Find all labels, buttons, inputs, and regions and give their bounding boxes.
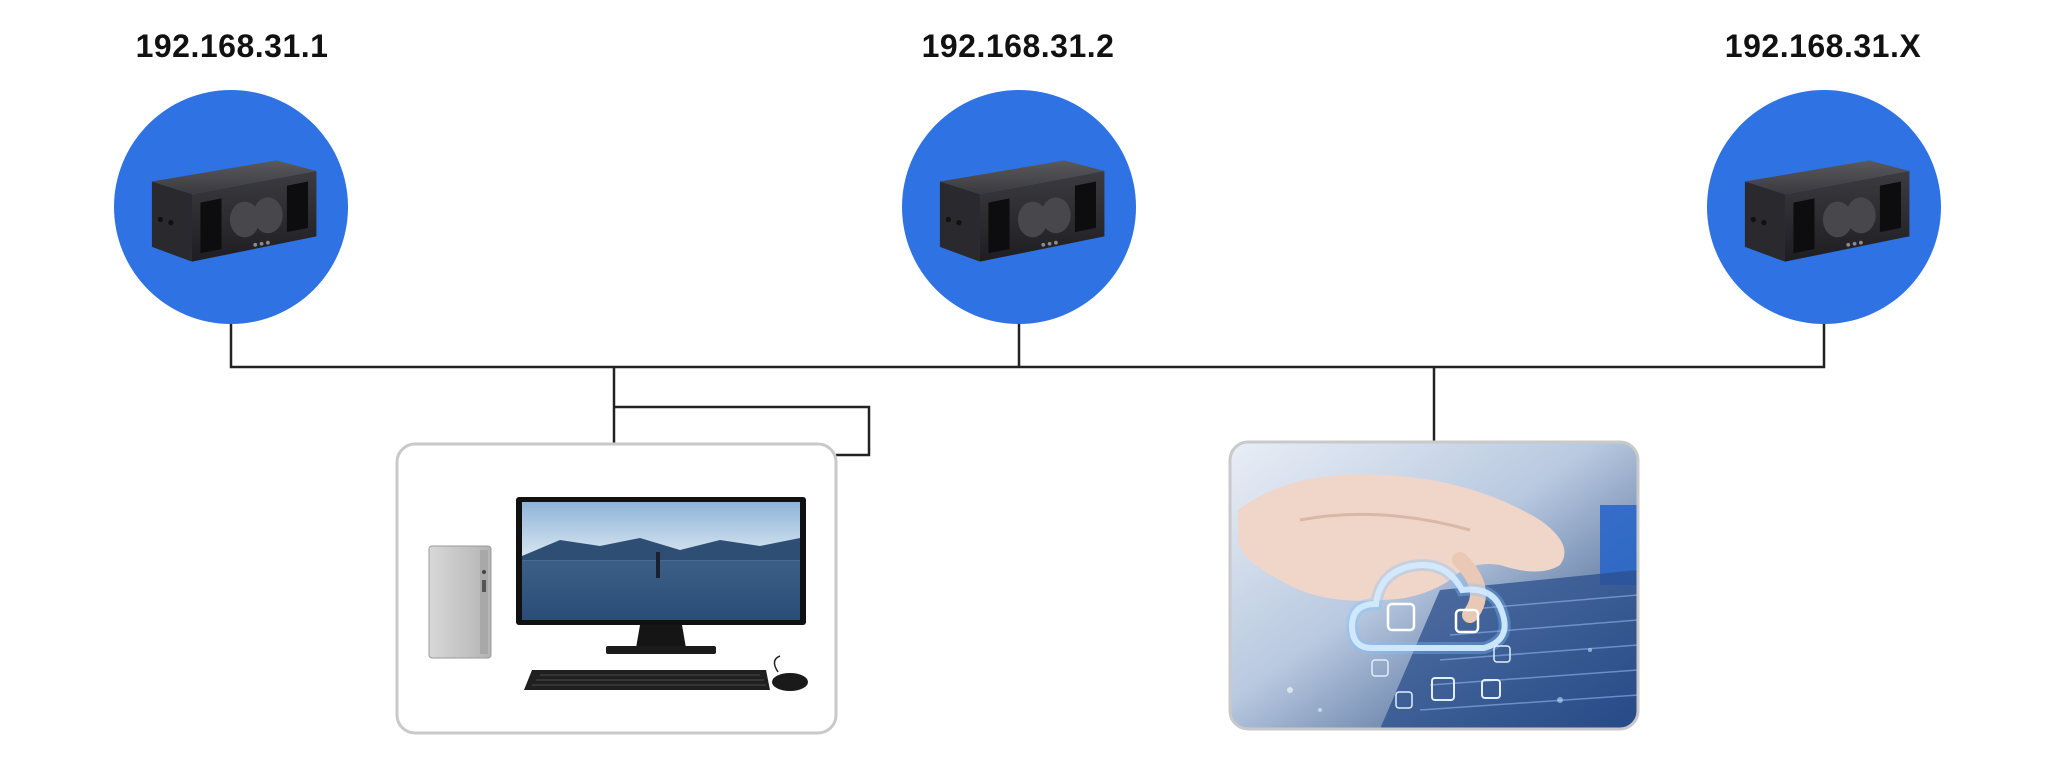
desktop-host <box>395 442 838 735</box>
cloud-frame <box>1228 440 1640 731</box>
device-2 <box>902 90 1136 324</box>
device-1-ip-label: 192.168.31.1 <box>135 28 329 64</box>
device-1 <box>114 90 348 324</box>
desktop-computer-icon <box>428 497 808 691</box>
network-wires <box>229 322 1826 457</box>
desktop-loop-wire <box>614 405 871 457</box>
device-2-ip-label: 192.168.31.2 <box>921 28 1115 64</box>
device-3 <box>1707 90 1941 324</box>
cloud-host <box>1228 440 1640 731</box>
cloud-computing-icon <box>1230 442 1638 729</box>
device-3-ip-label: 192.168.31.X <box>1724 28 1922 64</box>
backbone-wire <box>229 322 1826 369</box>
